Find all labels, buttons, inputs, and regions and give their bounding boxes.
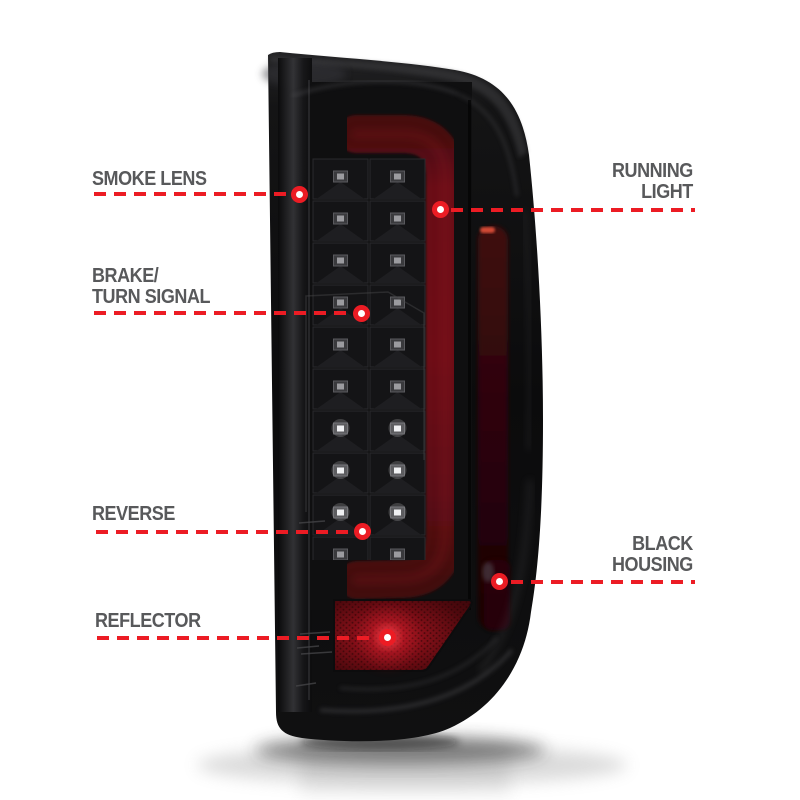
callout-label-reverse: REVERSE: [92, 504, 175, 525]
callout-text: HOUSING: [612, 555, 693, 576]
callout-dot-running-light: [432, 201, 449, 218]
callout-label-running-light: RUNNING LIGHT: [612, 161, 693, 203]
callout-dot-black-housing: [491, 573, 508, 590]
callout-text: TURN SIGNAL: [92, 287, 210, 308]
callout-text: RUNNING: [612, 161, 693, 182]
callout-text: REVERSE: [92, 504, 175, 525]
callout-dot-reverse: [354, 523, 371, 540]
callout-line-reflector: [97, 636, 377, 640]
floor-shadow: [197, 734, 627, 794]
callout-line-brake-turn-signal: [94, 311, 352, 315]
callout-label-smoke-lens: SMOKE LENS: [92, 169, 207, 190]
callout-text: LIGHT: [612, 182, 693, 203]
callout-line-smoke-lens: [94, 192, 294, 196]
callout-line-black-housing: [511, 580, 695, 584]
callout-text: REFLECTOR: [95, 611, 201, 632]
callout-text: BLACK: [612, 534, 693, 555]
callout-label-black-housing: BLACK HOUSING: [612, 534, 693, 576]
callout-dot-brake-turn-signal: [353, 305, 370, 322]
left-ridge: [278, 58, 312, 712]
callout-label-brake-turn-signal: BRAKE/ TURN SIGNAL: [92, 266, 210, 308]
callout-line-reverse: [96, 530, 352, 534]
ridge-highlight: [308, 80, 310, 700]
callout-text: BRAKE/: [92, 266, 210, 287]
callout-text: SMOKE LENS: [92, 169, 207, 190]
callout-dot-smoke-lens: [291, 186, 308, 203]
lens-housing-seam: [468, 100, 471, 610]
side-marker-glint: [480, 227, 495, 233]
callout-line-running-light: [451, 208, 695, 212]
callout-label-reflector: REFLECTOR: [95, 611, 201, 632]
callout-dot-reflector: [379, 629, 396, 646]
